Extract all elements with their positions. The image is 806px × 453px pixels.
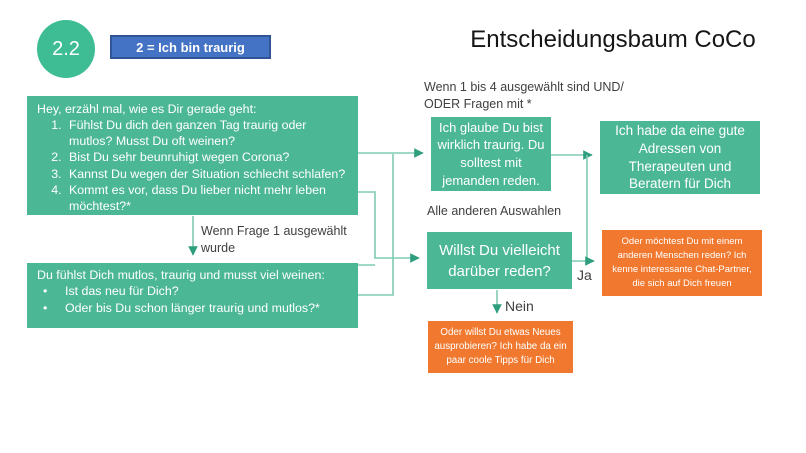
condition-label-frage1: Wenn Frage 1 ausgewählt wurde [201, 224, 347, 255]
branch-label-nein: Nein [505, 298, 534, 314]
node-questions-intro: Hey, erzähl mal, wie es Dir gerade geht: [37, 102, 257, 116]
question-item: Fühlst Du dich den ganzen Tag traurig od… [65, 117, 348, 149]
node-mutlos-list: Ist das neu für Dich? Oder bis Du schon … [37, 283, 348, 316]
node-glaube: Ich glaube Du bist wirklich traurig. Du … [431, 117, 551, 191]
node-questions-list: Fühlst Du dich den ganzen Tag traurig od… [37, 117, 348, 214]
mutlos-item: Ist das neu für Dich? [37, 283, 348, 300]
legend-label: 2 = Ich bin traurig [136, 39, 245, 55]
node-questions: Hey, erzähl mal, wie es Dir gerade geht:… [27, 96, 358, 215]
slide-number: 2.2 [52, 37, 80, 60]
page-title: Entscheidungsbaum CoCo [470, 26, 756, 53]
mutlos-item: Oder bis Du schon länger traurig und mut… [37, 300, 348, 317]
branch-label-ja: Ja [577, 267, 592, 283]
node-willst-text: Willst Du vielleicht darüber reden? [439, 241, 560, 280]
node-adressen-text: Ich habe da eine gute Adressen von Thera… [615, 122, 745, 192]
node-tipps: Oder willst Du etwas Neues ausprobieren?… [428, 321, 573, 373]
node-adressen: Ich habe da eine gute Adressen von Thera… [600, 121, 760, 194]
condition-label-wenn1bis4: Wenn 1 bis 4 ausgewählt sind UND/ ODER F… [424, 80, 624, 111]
legend-box: 2 = Ich bin traurig [110, 35, 271, 59]
connector-mutlos-to-glaube [358, 154, 394, 296]
node-glaube-text: Ich glaube Du bist wirklich traurig. Du … [437, 119, 545, 188]
node-mutlos-intro: Du fühlst Dich mutlos, traurig und musst… [37, 268, 325, 282]
node-chat: Oder möchtest Du mit einem anderen Mensc… [602, 230, 762, 296]
slide-number-badge: 2.2 [37, 20, 95, 78]
node-tipps-text: Oder willst Du etwas Neues ausprobieren?… [434, 326, 567, 367]
question-item: Bist Du sehr beunruhigt wegen Corona? [65, 149, 348, 165]
node-mutlos: Du fühlst Dich mutlos, traurig und musst… [27, 263, 358, 328]
question-item: Kannst Du wegen der Situation schlecht s… [65, 166, 348, 182]
node-chat-text: Oder möchtest Du mit einem anderen Mensc… [612, 235, 752, 290]
connector-questions-to-willst [358, 191, 420, 263]
question-item: Kommt es vor, dass Du lieber nicht mehr … [65, 182, 348, 214]
condition-label-alle: Alle anderen Auswahlen [427, 204, 562, 218]
node-willst: Willst Du vielleicht darüber reden? [427, 232, 572, 289]
